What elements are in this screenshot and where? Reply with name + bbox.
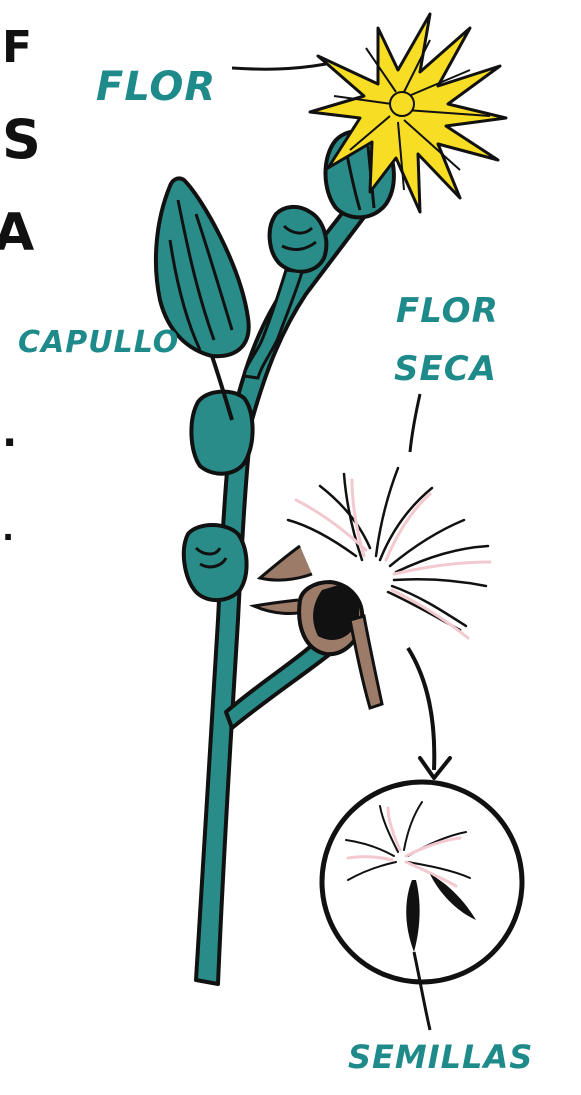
seed-arrow [408,648,450,778]
label-dry-flower-line2: SECA [394,349,497,389]
left-margin-text: F S A . . [0,22,41,548]
label-flower: FLOR [96,64,216,110]
margin-fragment-2: S [2,108,41,171]
bud-large [156,178,249,420]
margin-fragment-4: . [2,410,17,456]
label-dry-flower-line1: FLOR [396,291,499,331]
margin-fragment-5: . [2,510,14,548]
label-bud: CAPULLO [18,325,179,360]
margin-fragment-1: F [2,22,32,73]
bud-small [244,207,326,378]
label-seeds: SEMILLAS [348,1038,533,1076]
margin-fragment-3: A [0,203,34,263]
seed-detail-circle [322,782,522,1030]
